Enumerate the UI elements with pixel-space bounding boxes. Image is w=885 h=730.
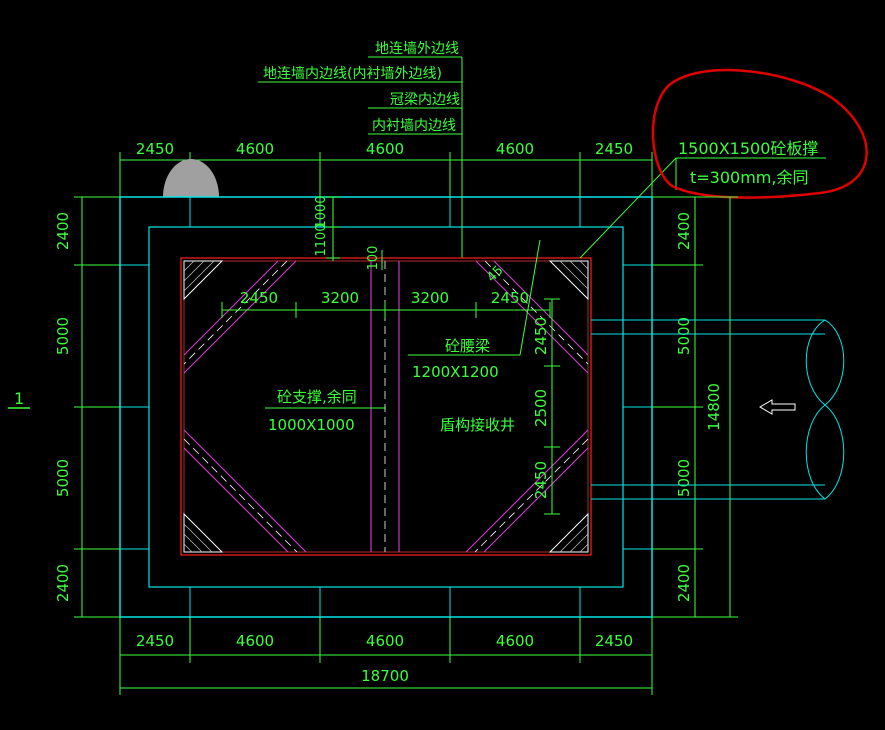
right-dim-3: 5000 [675, 459, 693, 497]
inner-top-dim-2: 3200 [321, 289, 359, 307]
slab-brace-line2: t=300mm,余同 [690, 168, 808, 187]
waist-beam-line1: 砼腰梁 [445, 337, 490, 355]
inner-top-dimension [221, 302, 551, 318]
inner-right-dim-1: 2450 [532, 317, 550, 355]
gray-half-circle [163, 159, 219, 197]
waist-beam-line2: 1200X1200 [412, 363, 499, 381]
left-dim-1: 2400 [54, 212, 72, 250]
vertical-small-dims [326, 196, 383, 270]
inner-right-dim-3: 2450 [532, 461, 550, 499]
corner-hatching [183, 260, 589, 553]
right-dimension-line [652, 196, 738, 618]
bottom-dim-5: 2450 [595, 632, 633, 650]
vertical-dim-1000: 1000 [314, 195, 329, 228]
section-mark-label: 1 [14, 389, 24, 408]
support-line1: 砼支撑,余同 [277, 388, 357, 406]
inner-top-dim-3: 3200 [411, 289, 449, 307]
top-dim-1: 2450 [136, 140, 174, 158]
tunnel [591, 319, 845, 500]
top-dim-2: 4600 [236, 140, 274, 158]
waist-beam-leader [408, 239, 541, 356]
shaft-label: 盾构接收井 [440, 416, 515, 434]
vertical-dim-1100: 1100 [314, 223, 329, 256]
inner-top-dim-1: 2450 [240, 289, 278, 307]
right-dim-1: 2400 [675, 212, 693, 250]
label-inner-wall: 地连墙内边线(内衬墙外边线) [263, 66, 442, 82]
bottom-dim-1: 2450 [136, 632, 174, 650]
brace-centerlines [183, 260, 589, 553]
direction-arrow-icon [759, 399, 796, 415]
vertical-dim-100: 100 [366, 246, 381, 271]
slab-brace-line1: 1500X1500砼板撑 [678, 139, 818, 158]
inner-right-dim-2: 2500 [532, 389, 550, 427]
wall-joint-ticks [120, 197, 652, 617]
bottom-dim-3: 4600 [366, 632, 404, 650]
corner-slab-braces [183, 260, 589, 553]
bottom-total-dim: 18700 [361, 667, 409, 685]
left-dimension-line [74, 196, 120, 618]
inner-top-dim-4: 2450 [491, 289, 529, 307]
support-line2: 1000X1000 [268, 416, 355, 434]
right-total-dim: 14800 [705, 383, 723, 431]
top-dim-5: 2450 [595, 140, 633, 158]
label-outer-wall: 地连墙外边线 [375, 41, 459, 57]
bottom-dim-2: 4600 [236, 632, 274, 650]
top-dim-3: 4600 [366, 140, 404, 158]
label-lining-inner: 内衬墙内边线 [372, 118, 456, 134]
bottom-dimension-line [119, 617, 653, 695]
label-crown-beam: 冠梁内边线 [390, 92, 460, 108]
left-dim-3: 5000 [54, 459, 72, 497]
right-dim-2: 5000 [675, 317, 693, 355]
top-dim-4: 4600 [496, 140, 534, 158]
bottom-dim-4: 4600 [496, 632, 534, 650]
right-dim-4: 2400 [675, 564, 693, 602]
revision-cloud [651, 68, 868, 199]
section-mark: 1 [8, 389, 30, 409]
left-dim-2: 5000 [54, 317, 72, 355]
leader-labels [258, 56, 463, 258]
slab-brace-leader [579, 157, 826, 259]
inner-right-dimension [544, 298, 560, 515]
left-dim-4: 2400 [54, 564, 72, 602]
